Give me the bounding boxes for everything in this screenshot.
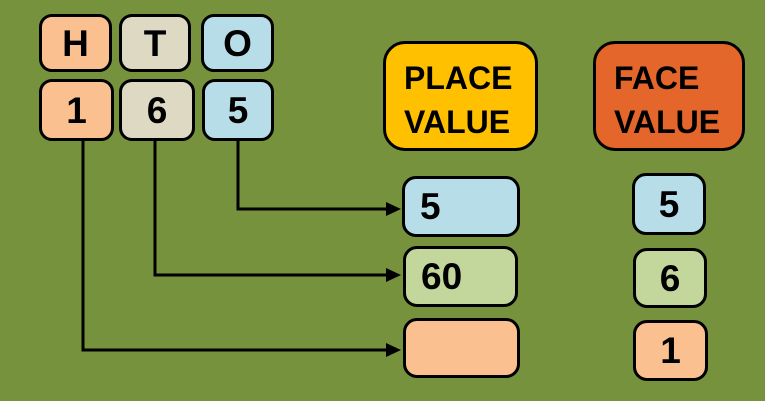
face-value-tens-text: 6 — [659, 257, 681, 299]
column-header-tens-label: T — [143, 22, 167, 64]
digit-tens-label: 6 — [146, 89, 168, 131]
digit-box-ones: 5 — [202, 79, 274, 141]
place-value-ones-text: 5 — [420, 186, 441, 227]
face-value-box-ones: 5 — [632, 173, 706, 235]
digit-box-hundreds: 1 — [39, 79, 114, 141]
place-value-header: PLACE VALUE — [383, 41, 538, 151]
face-value-box-hundreds: 1 — [633, 320, 708, 381]
place-value-box-hundreds-empty — [403, 318, 520, 378]
column-header-ones: O — [201, 14, 274, 72]
column-header-tens: T — [119, 14, 191, 72]
digit-hundreds-label: 1 — [66, 89, 87, 131]
face-value-hundreds-text: 1 — [660, 330, 681, 371]
face-value-box-tens: 6 — [633, 248, 707, 308]
face-value-header-line1: FACE — [614, 60, 700, 96]
face-value-ones-text: 5 — [658, 183, 680, 225]
column-header-hundreds-label: H — [62, 22, 89, 64]
column-header-hundreds: H — [39, 14, 112, 72]
arrow-ones-to-place-value — [236, 140, 401, 216]
face-value-header: FACE VALUE — [593, 41, 745, 151]
place-value-box-tens: 60 — [403, 246, 518, 307]
arrow-tens-to-place-value — [153, 140, 401, 282]
digit-ones-label: 5 — [227, 89, 249, 131]
place-value-header-line2: VALUE — [404, 104, 511, 140]
column-header-ones-label: O — [223, 22, 252, 64]
digit-box-tens: 6 — [119, 79, 195, 141]
face-value-header-line2: VALUE — [614, 104, 721, 140]
place-value-header-line1: PLACE — [404, 60, 513, 96]
place-value-box-ones: 5 — [402, 176, 520, 237]
place-value-tens-text: 60 — [421, 256, 463, 297]
arrow-hundreds-to-place-value — [81, 140, 401, 357]
